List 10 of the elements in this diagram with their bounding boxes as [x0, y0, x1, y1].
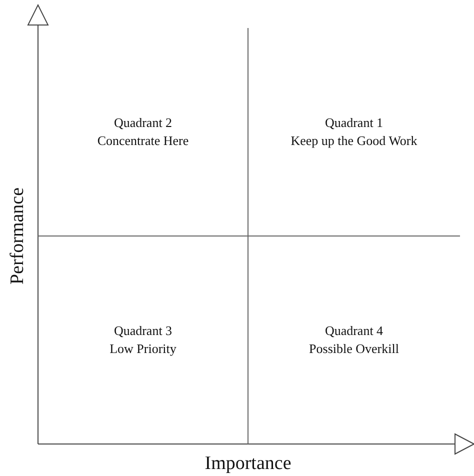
x-axis-title: Importance: [204, 453, 292, 475]
quadrant-title: Quadrant 3: [114, 322, 172, 340]
y-axis-title: Performance: [7, 187, 29, 285]
quadrant-title: Quadrant 1: [324, 114, 384, 132]
quadrant-description: Possible Overkill: [309, 340, 399, 358]
quadrant-description: Keep up the Good Work: [290, 132, 418, 150]
quadrant-description: Concentrate Here: [97, 132, 189, 150]
quadrant-description: Low Priority: [110, 340, 176, 358]
quadrant-title: Quadrant 4: [324, 322, 384, 340]
quadrant-title: Quadrant 2: [114, 114, 172, 132]
